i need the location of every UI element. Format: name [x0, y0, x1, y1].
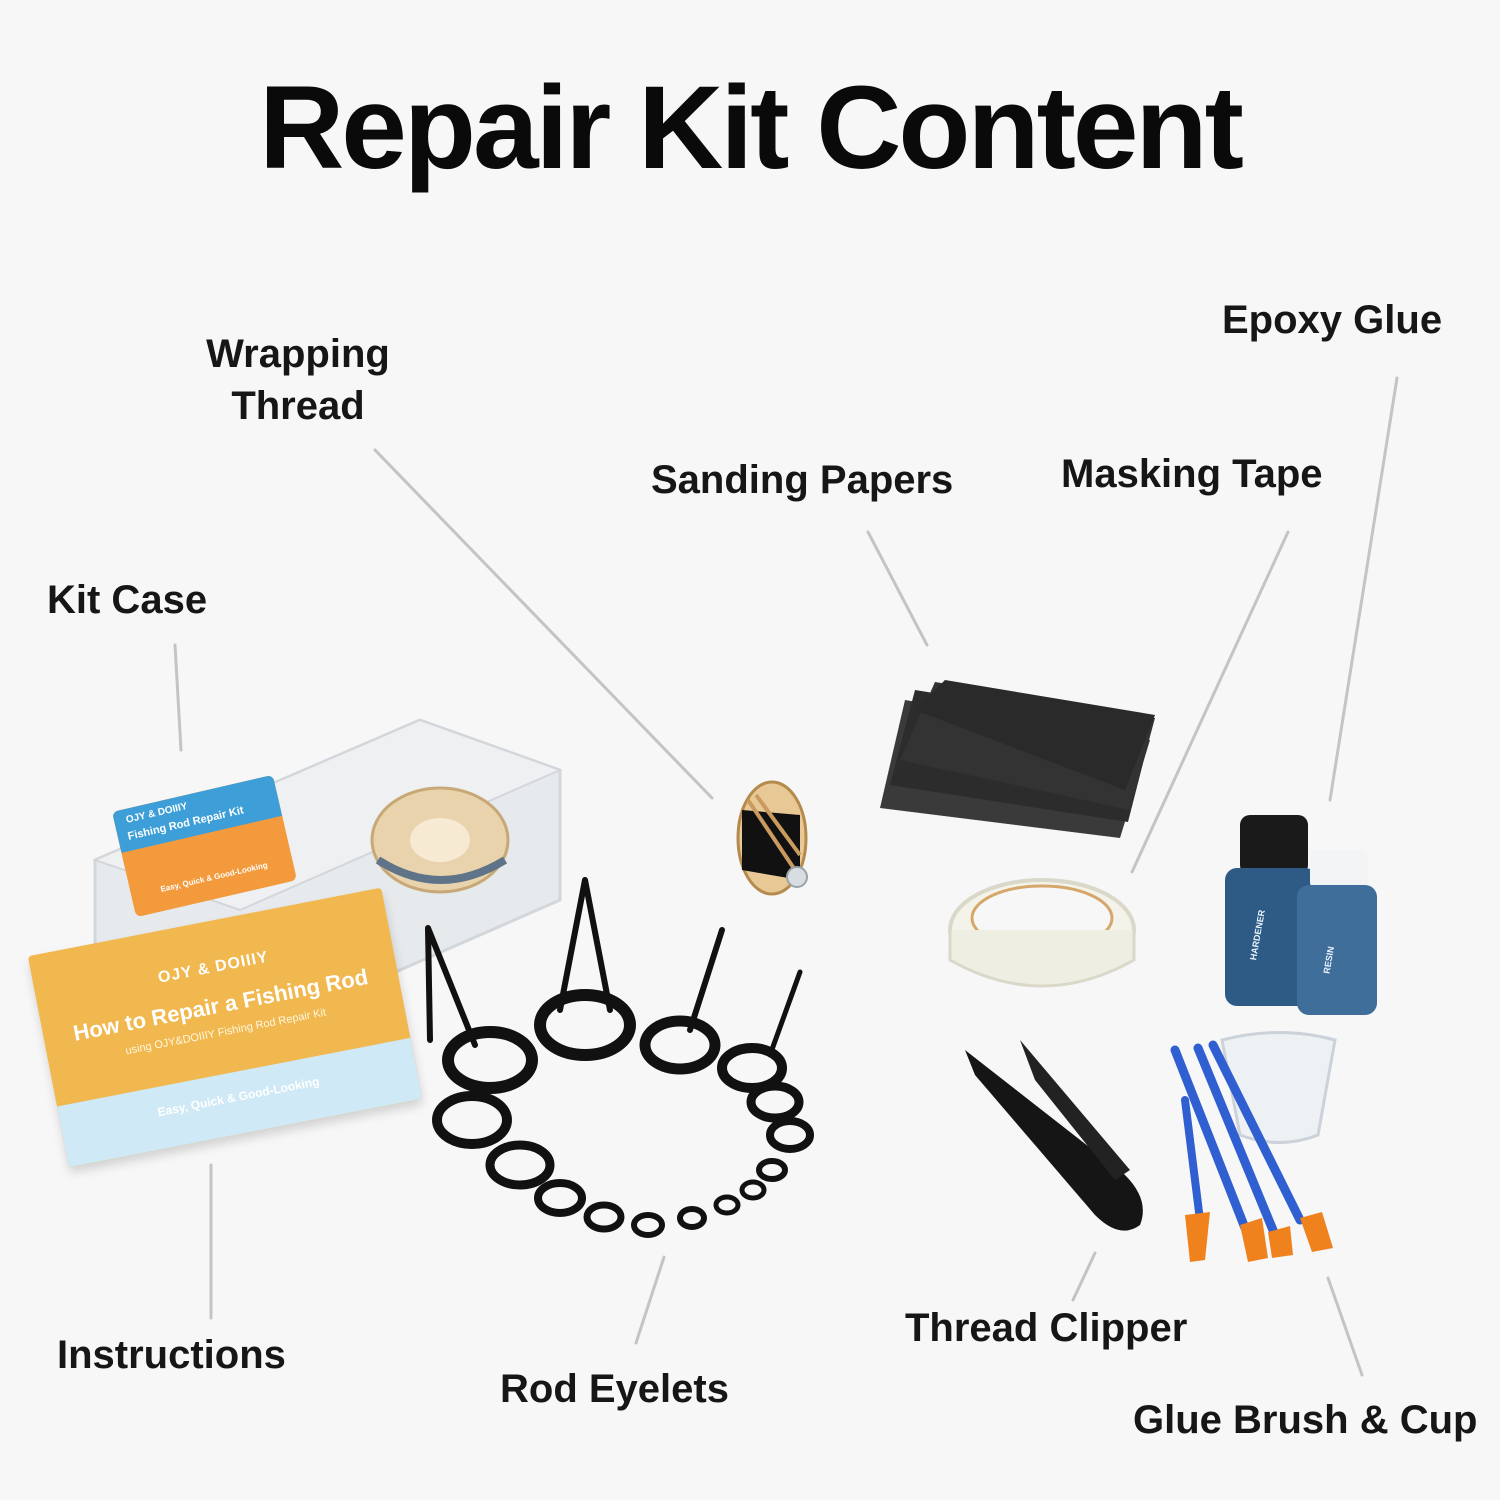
wrapping-thread-illustration — [736, 780, 808, 896]
epoxy-bottles-illustration — [1225, 815, 1377, 1015]
leader-masking-tape — [1130, 530, 1290, 874]
label-kit-case: Kit Case — [47, 578, 208, 622]
leader-thread-clipper — [1071, 1251, 1097, 1302]
page-title: Repair Kit Content — [259, 62, 1244, 194]
leader-wrapping-thread — [373, 448, 714, 800]
label-wrapping-thread-line2: Thread — [231, 384, 365, 428]
label-glue-brush-cup: Glue Brush & Cup — [1133, 1398, 1478, 1442]
label-rod-eyelets: Rod Eyelets — [500, 1367, 729, 1411]
rod-eyelets-illustration — [425, 877, 814, 1238]
label-wrapping-thread-line1: Wrapping — [206, 332, 390, 376]
leader-sanding-papers — [866, 530, 929, 647]
label-sanding-papers: Sanding Papers — [651, 458, 954, 502]
brushes-cup-illustration — [1170, 1031, 1337, 1262]
leader-glue-brush-cup — [1326, 1276, 1364, 1377]
leader-rod-eyelets — [634, 1255, 666, 1345]
label-epoxy-glue: Epoxy Glue — [1222, 298, 1443, 342]
leader-kit-case — [173, 643, 183, 752]
leader-epoxy-glue — [1328, 376, 1399, 802]
label-masking-tape: Masking Tape — [1061, 452, 1323, 496]
label-instructions: Instructions — [57, 1333, 286, 1377]
label-wrapping-thread: Wrapping Thread — [198, 328, 398, 432]
sanding-papers-illustration — [880, 680, 1155, 838]
masking-tape-illustration — [948, 878, 1136, 988]
thread-clipper-illustration — [965, 1040, 1143, 1231]
label-thread-clipper: Thread Clipper — [905, 1306, 1188, 1350]
